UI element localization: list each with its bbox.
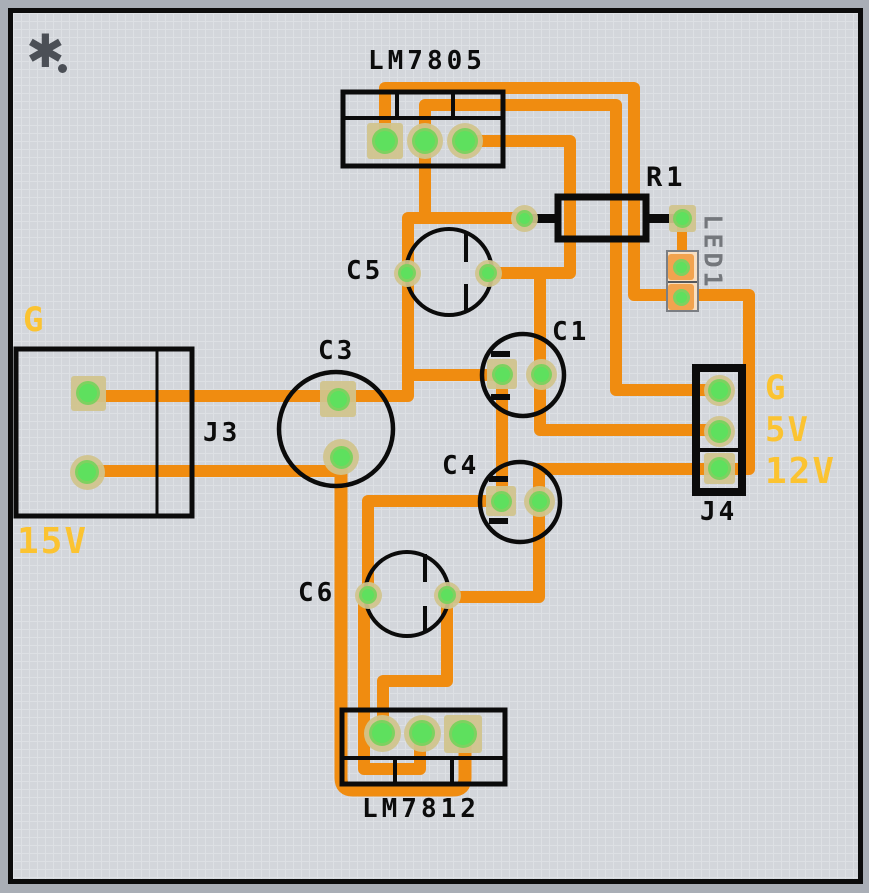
pad-r1-right[interactable] bbox=[668, 204, 696, 232]
pad-r1-left-junction-hole bbox=[515, 209, 533, 227]
pad-c5-left[interactable] bbox=[393, 259, 421, 287]
j4-label[interactable]: J4 bbox=[700, 497, 738, 527]
pad-lm7805-1[interactable] bbox=[367, 123, 403, 159]
pad-lm7805-2[interactable] bbox=[407, 123, 443, 159]
pad-lm7805-3-hole bbox=[452, 128, 478, 154]
led1-divider bbox=[668, 281, 697, 283]
pad-lm7805-2-hole bbox=[412, 128, 438, 154]
pad-led1-top-hole bbox=[672, 258, 690, 276]
pad-c3-top-hole bbox=[326, 387, 350, 411]
lm7805-label[interactable]: LM7805 bbox=[368, 46, 486, 76]
pad-c4-left-hole bbox=[490, 490, 512, 512]
pad-j4-1-hole bbox=[707, 378, 731, 402]
pad-c3-bottom-hole bbox=[329, 445, 353, 469]
led1-label[interactable]: LED1 bbox=[698, 214, 728, 291]
r1-label[interactable]: R1 bbox=[646, 162, 687, 193]
pad-j3-1[interactable] bbox=[70, 375, 106, 411]
pad-c4-left[interactable] bbox=[486, 486, 516, 516]
pad-lm7812-3[interactable] bbox=[363, 714, 401, 752]
pad-c5-left-hole bbox=[398, 264, 416, 282]
pad-j3-2[interactable] bbox=[69, 454, 105, 490]
pad-c1-right-hole bbox=[530, 363, 552, 385]
pad-lm7812-1-hole bbox=[449, 720, 477, 748]
pad-c4-right-hole bbox=[528, 490, 550, 512]
j4-rail-label-12v[interactable]: 12V bbox=[765, 451, 837, 492]
pad-c1-left[interactable] bbox=[487, 359, 517, 389]
lm7812-label[interactable]: LM7812 bbox=[362, 794, 480, 824]
j3-rail-label-15v[interactable]: 15V bbox=[17, 521, 89, 562]
pad-c6-left-hole bbox=[359, 586, 377, 604]
pad-c6-left[interactable] bbox=[354, 581, 382, 609]
pad-c5-right[interactable] bbox=[474, 259, 502, 287]
pad-lm7805-3[interactable] bbox=[447, 123, 483, 159]
j4-rail-label-gnd[interactable]: G bbox=[765, 368, 786, 408]
pad-lm7812-1[interactable] bbox=[444, 715, 482, 753]
pad-j3-1-hole bbox=[76, 381, 100, 405]
pad-j3-2-hole bbox=[75, 460, 99, 484]
c6-label[interactable]: C6 bbox=[298, 578, 336, 608]
pad-c6-right-hole bbox=[438, 586, 456, 604]
pad-j4-3[interactable] bbox=[703, 452, 735, 484]
splat-marker-dot bbox=[58, 64, 67, 73]
pad-lm7805-1-hole bbox=[372, 128, 398, 154]
c4-label[interactable]: C4 bbox=[442, 451, 480, 481]
pad-lm7812-2-hole bbox=[409, 720, 435, 746]
c1-label[interactable]: C1 bbox=[552, 317, 590, 347]
pad-c1-left-hole bbox=[491, 363, 513, 385]
j3-rail-label-gnd[interactable]: G bbox=[23, 300, 44, 340]
pad-c5-right-hole bbox=[479, 264, 497, 282]
pad-j4-3-hole bbox=[707, 456, 731, 480]
j3-label[interactable]: J3 bbox=[203, 418, 241, 448]
pad-r1-left-junction[interactable] bbox=[510, 204, 538, 232]
pad-lm7812-3-hole bbox=[369, 720, 395, 746]
pad-led1-bottom-hole bbox=[672, 288, 690, 306]
pad-c4-right[interactable] bbox=[523, 485, 555, 517]
pad-r1-right-hole bbox=[672, 208, 692, 228]
j4-rail-label-5v[interactable]: 5V bbox=[765, 410, 810, 450]
pad-c3-top[interactable] bbox=[320, 381, 356, 417]
pad-j4-1[interactable] bbox=[703, 374, 735, 406]
c5-label[interactable]: C5 bbox=[346, 256, 384, 286]
pad-led1-top[interactable] bbox=[668, 254, 694, 280]
pad-lm7812-2[interactable] bbox=[403, 714, 441, 752]
c3-label[interactable]: C3 bbox=[318, 336, 356, 366]
pad-c3-bottom[interactable] bbox=[323, 439, 359, 475]
pad-c6-right[interactable] bbox=[433, 581, 461, 609]
pad-j4-2-hole bbox=[707, 419, 731, 443]
pad-c1-right[interactable] bbox=[525, 358, 557, 390]
pad-j4-2[interactable] bbox=[703, 415, 735, 447]
pad-led1-bottom[interactable] bbox=[668, 284, 694, 310]
